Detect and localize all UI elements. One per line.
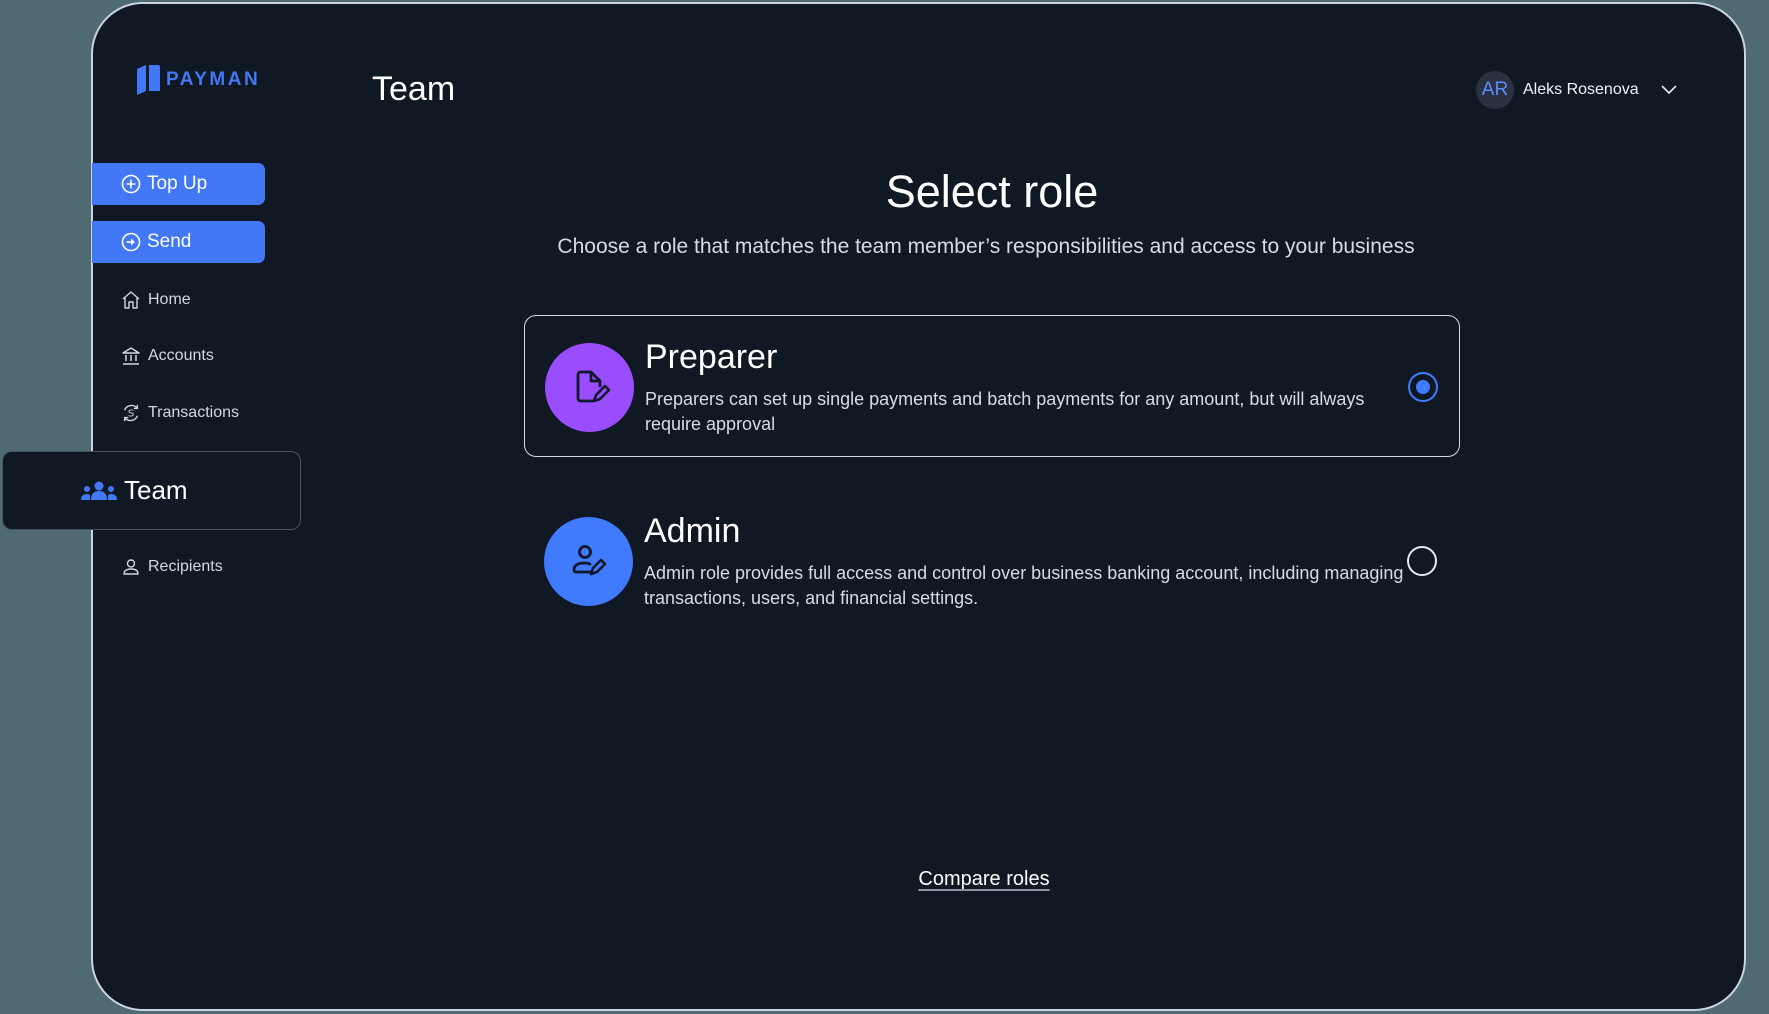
payman-logo-icon xyxy=(137,65,160,95)
role-icon-admin xyxy=(544,517,633,606)
sidebar-item-label: Recipients xyxy=(148,558,223,575)
brand-name: PAYMAN xyxy=(166,69,261,90)
arrow-right-circle-icon xyxy=(121,232,141,252)
role-option-preparer[interactable]: Preparer Preparers can set up single pay… xyxy=(524,315,1460,457)
select-role-heading: Select role xyxy=(885,166,1099,217)
chevron-down-icon[interactable] xyxy=(1661,82,1677,98)
sidebar-item-home[interactable]: Home xyxy=(121,287,191,313)
select-role-subheading: Choose a role that matches the team memb… xyxy=(557,235,1415,258)
home-icon xyxy=(121,290,141,310)
send-label: Send xyxy=(147,231,192,252)
send-button[interactable]: Send xyxy=(92,221,265,263)
user-name: Aleks Rosenova xyxy=(1523,81,1639,98)
plus-circle-icon xyxy=(121,174,141,194)
role-radio-preparer[interactable] xyxy=(1408,372,1438,402)
team-icon xyxy=(80,480,118,502)
compare-roles-container: Compare roles xyxy=(824,868,1144,891)
user-edit-icon xyxy=(572,544,606,575)
sidebar-item-label: Home xyxy=(148,291,191,308)
sidebar-item-label: Transactions xyxy=(148,404,239,421)
top-up-button[interactable]: Top Up xyxy=(92,163,265,205)
svg-text:S: S xyxy=(128,409,134,420)
sidebar-item-accounts[interactable]: Accounts xyxy=(121,343,214,369)
user-icon xyxy=(121,557,141,577)
bank-icon xyxy=(121,346,141,366)
transactions-icon: S xyxy=(121,403,141,423)
top-up-label: Top Up xyxy=(147,173,208,194)
brand-logo[interactable]: PAYMAN xyxy=(136,64,260,96)
document-edit-icon xyxy=(576,370,610,402)
sidebar-item-transactions[interactable]: S Transactions xyxy=(121,400,239,426)
sidebar-item-label: Team xyxy=(124,475,188,505)
role-description: Admin role provides full access and cont… xyxy=(644,563,1404,608)
avatar: AR xyxy=(1476,71,1514,109)
app-window xyxy=(91,2,1746,1011)
sidebar-item-team[interactable]: Team xyxy=(2,451,301,530)
user-menu[interactable]: AR Aleks Rosenova xyxy=(1476,71,1677,109)
role-option-admin[interactable]: Admin Admin role provides full access an… xyxy=(524,490,1460,632)
compare-roles-link[interactable]: Compare roles xyxy=(918,868,1050,890)
page-title: Team xyxy=(372,70,456,108)
role-title: Preparer xyxy=(645,338,778,376)
sidebar-item-recipients[interactable]: Recipients xyxy=(121,554,223,580)
role-description: Preparers can set up single payments and… xyxy=(645,389,1365,434)
sidebar-item-label: Accounts xyxy=(148,347,214,364)
role-radio-admin[interactable] xyxy=(1407,546,1437,576)
role-icon-preparer xyxy=(545,343,634,432)
role-title: Admin xyxy=(644,512,741,550)
